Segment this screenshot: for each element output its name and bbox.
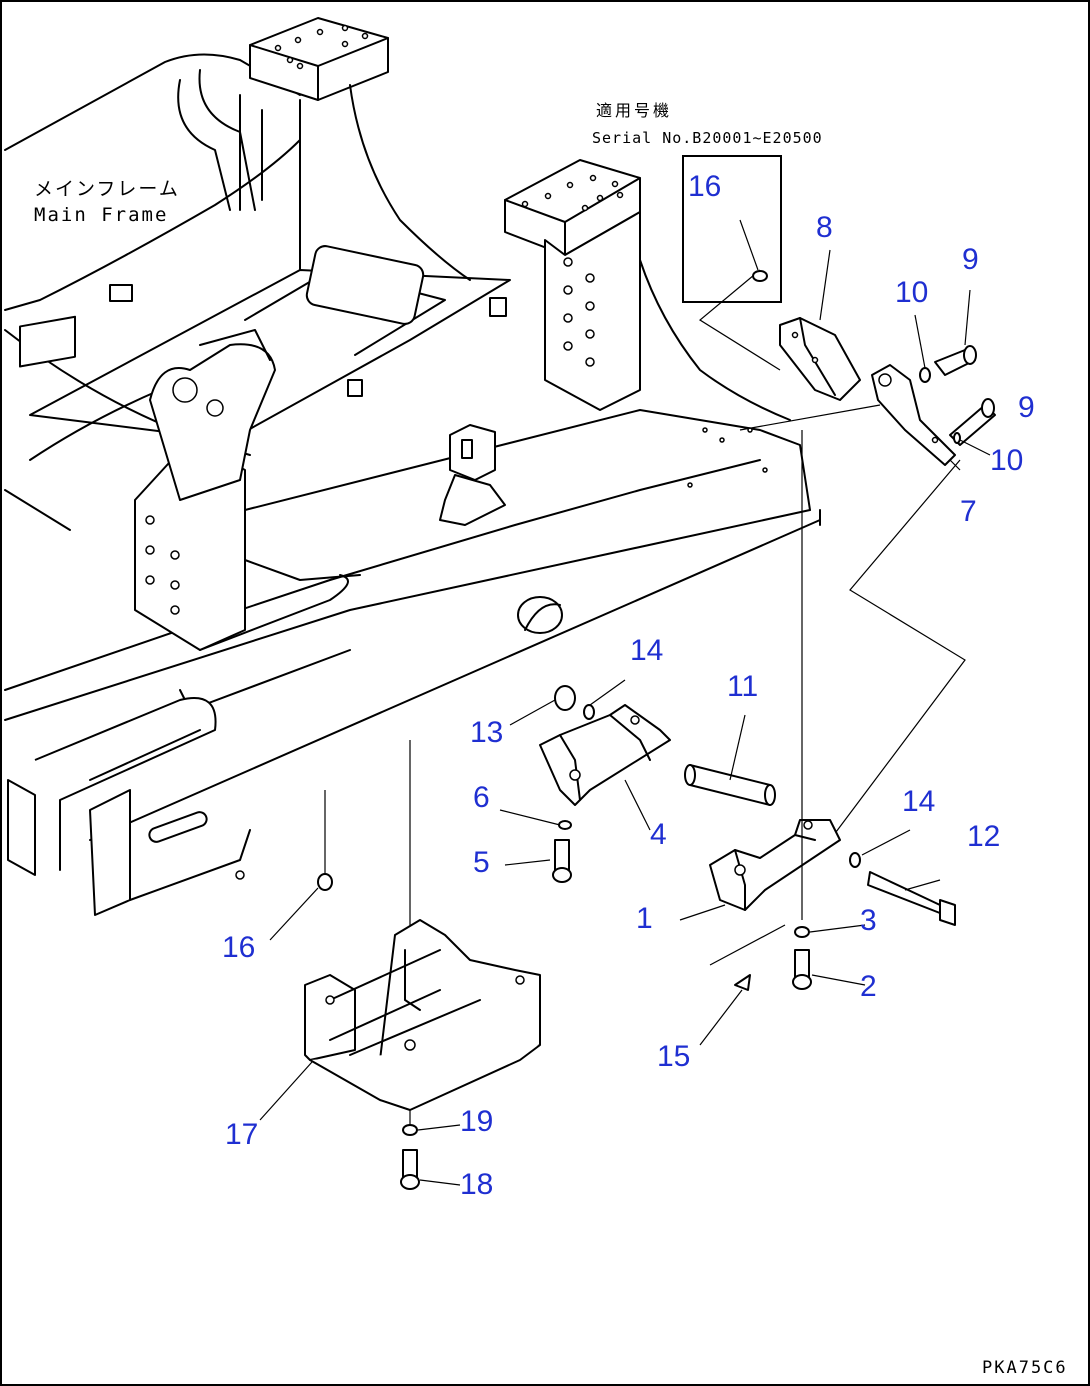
main-frame-label-jp: メインフレーム (34, 178, 180, 200)
callout-13: 13 (470, 716, 504, 749)
callout-12: 12 (967, 820, 1001, 853)
callout-5: 5 (473, 846, 490, 879)
frame-top-panel (19, 245, 511, 441)
part-18-19 (400, 1124, 420, 1190)
callout-19: 19 (460, 1105, 494, 1138)
left-tower (134, 329, 276, 651)
callout-18: 18 (460, 1168, 494, 1201)
part-7-lever (871, 364, 956, 466)
right-tower (504, 159, 791, 421)
bolts-9-washers-10 (919, 345, 996, 446)
callout-14-upper: 14 (630, 634, 664, 667)
center-saddle (439, 424, 506, 526)
inset-bolt-16 (739, 219, 768, 282)
callout-6: 6 (473, 781, 490, 814)
serial-label-jp: 適用号機 (596, 101, 673, 120)
upper-left-post (249, 17, 471, 281)
inset-leader (698, 269, 781, 371)
part-11-pin (684, 764, 776, 806)
frame-pipe (177, 69, 263, 211)
main-frame-label-en: Main Frame (34, 204, 169, 226)
part-8-bracket (779, 317, 861, 401)
inset-detail-box (682, 155, 782, 303)
callout-8: 8 (816, 211, 833, 244)
part-15 (709, 924, 786, 991)
main-frame-outline (4, 53, 761, 691)
part-1-bracket (709, 430, 841, 920)
drawing-code: PKA75C6 (982, 1358, 1068, 1378)
callout-4: 4 (650, 818, 667, 851)
callout-9-lower: 9 (1018, 391, 1035, 424)
callout-2: 2 (860, 970, 877, 1003)
part-16-plug (317, 790, 333, 891)
callout-leaders (259, 249, 991, 1186)
callout-16-inset: 16 (688, 170, 722, 203)
part-12-bolt (849, 852, 956, 926)
callout-7: 7 (960, 495, 977, 528)
serial-label-en: Serial No.B20001~E20500 (592, 129, 823, 147)
part-4-bracket (539, 704, 671, 883)
left-rail (7, 697, 251, 916)
callout-15: 15 (657, 1040, 691, 1073)
callout-10-lower: 10 (990, 444, 1024, 477)
leader-lines-right (829, 459, 966, 841)
callout-14-lower: 14 (902, 785, 936, 818)
callout-1: 1 (636, 902, 653, 935)
callout-11: 11 (727, 670, 759, 703)
part-17-mount (304, 919, 541, 1111)
callout-3: 3 (860, 904, 877, 937)
callout-10-upper: 10 (895, 276, 929, 309)
leader-dashed (739, 404, 881, 431)
part-2-3 (792, 926, 812, 990)
callout-9-upper: 9 (962, 243, 979, 276)
callout-17: 17 (225, 1118, 259, 1151)
callout-16-lower: 16 (222, 931, 256, 964)
